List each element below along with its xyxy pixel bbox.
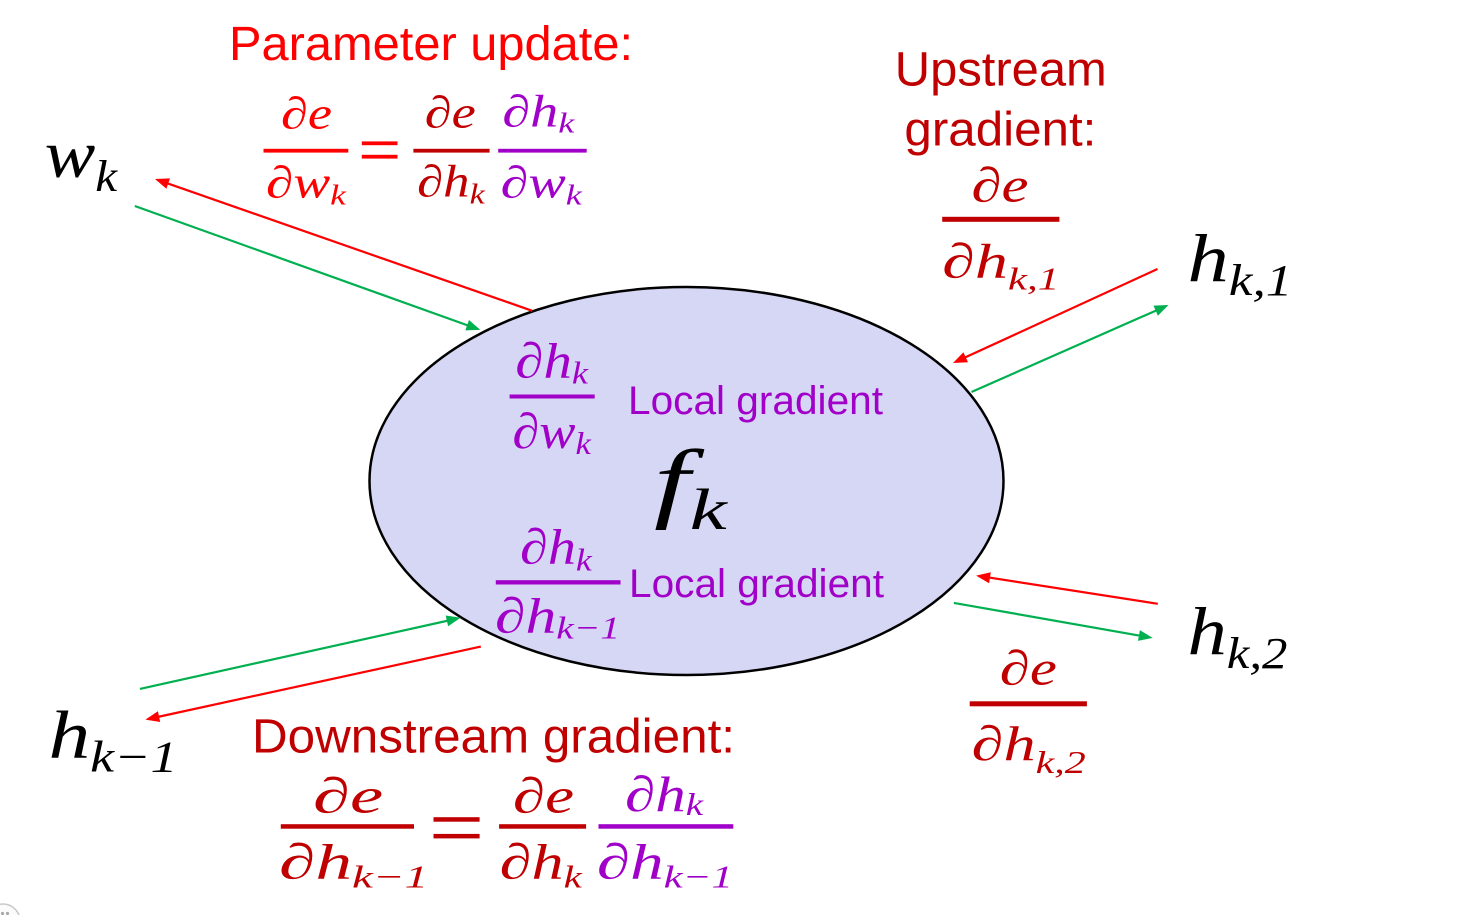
svg-text:∂hk: ∂hk — [502, 86, 575, 139]
svg-text:∂wk: ∂wk — [266, 158, 347, 212]
svg-text:hk−1: hk−1 — [49, 697, 178, 782]
svg-text:∂hk,1: ∂hk,1 — [942, 234, 1059, 297]
svg-text:hk,1: hk,1 — [1188, 220, 1293, 305]
svg-text:Local gradient: Local gradient — [629, 562, 884, 606]
svg-text:∂e: ∂e — [972, 158, 1029, 213]
svg-text:Local gradient: Local gradient — [628, 379, 883, 423]
svg-text:gradient:: gradient: — [904, 104, 1096, 157]
svg-text:∂e: ∂e — [313, 768, 383, 824]
svg-text:∂wk: ∂wk — [501, 158, 584, 212]
svg-text:∂e: ∂e — [1000, 641, 1057, 696]
svg-text:Upstream: Upstream — [895, 44, 1107, 97]
svg-text:∂e: ∂e — [425, 88, 476, 138]
svg-text:Downstream gradient:: Downstream gradient: — [252, 711, 735, 764]
svg-text:∂e: ∂e — [513, 768, 574, 824]
svg-text:∂hk,2: ∂hk,2 — [972, 716, 1086, 780]
svg-text:∂hk−1: ∂hk−1 — [597, 834, 733, 895]
svg-text:∂e: ∂e — [281, 89, 332, 139]
svg-text:Parameter update:: Parameter update: — [229, 18, 633, 71]
svg-text:∂hk: ∂hk — [417, 157, 486, 211]
svg-text:wk: wk — [45, 116, 119, 201]
svg-text:hk,2: hk,2 — [1188, 593, 1288, 678]
svg-text:∂hk: ∂hk — [625, 766, 704, 822]
svg-text:∂hk: ∂hk — [500, 834, 583, 895]
svg-text:∂hk−1: ∂hk−1 — [279, 834, 428, 895]
